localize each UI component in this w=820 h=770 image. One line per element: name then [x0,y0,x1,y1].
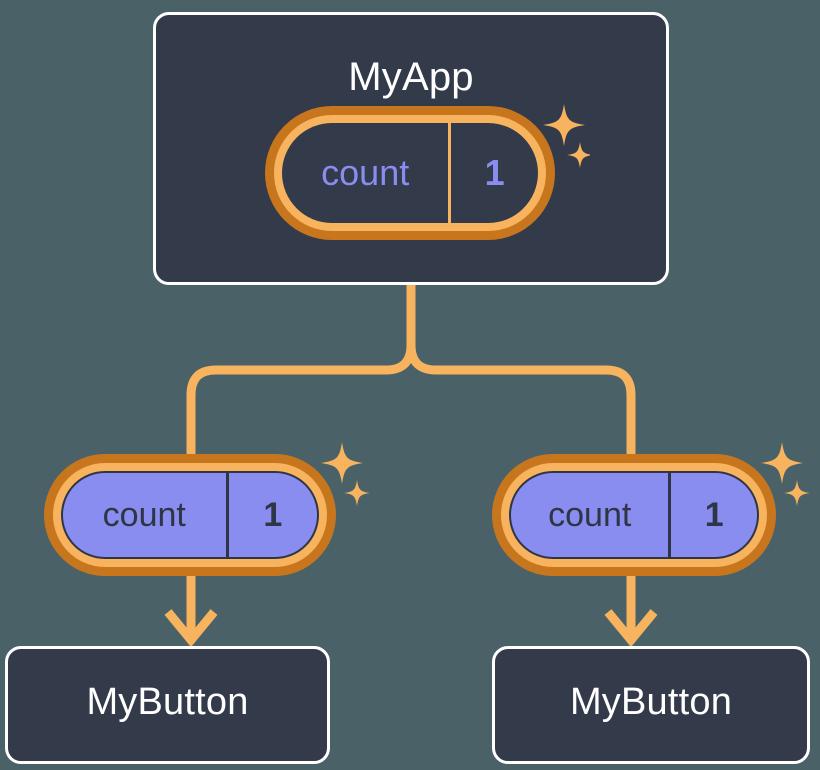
state-pill-name: count [102,495,186,534]
state-pill-consumer-right[interactable]: count 1 [492,454,776,576]
component-title-mybutton: MyButton [569,681,733,723]
arrow-head-left-icon [164,609,218,648]
state-pill-body: count 1 [509,471,759,559]
state-pill-name: count [548,495,632,534]
state-pill-value: 1 [668,473,757,557]
state-pill-value: 1 [448,123,538,223]
component-title-mybutton: MyButton [86,681,249,723]
state-pill-body: count 1 [61,471,319,559]
state-pill-ring: count 1 [501,463,767,567]
state-pill-name: count [321,152,410,193]
component-title-myapp: MyApp [348,55,474,99]
arrow-head-right-icon [604,609,658,648]
connector-branch-right [406,344,636,456]
state-pill-ring: count 1 [53,463,327,567]
state-pill-value: 1 [225,473,317,557]
component-box-mybutton-right[interactable]: MyButton [492,646,810,764]
state-pill-ring: count 1 [274,115,546,231]
state-pill-body: count 1 [282,123,538,223]
state-pill-consumer-left[interactable]: count 1 [44,454,336,576]
component-box-mybutton-left[interactable]: MyButton [5,646,330,764]
state-pill-myapp[interactable]: count 1 [265,106,555,240]
connector-branch-left [186,344,416,456]
